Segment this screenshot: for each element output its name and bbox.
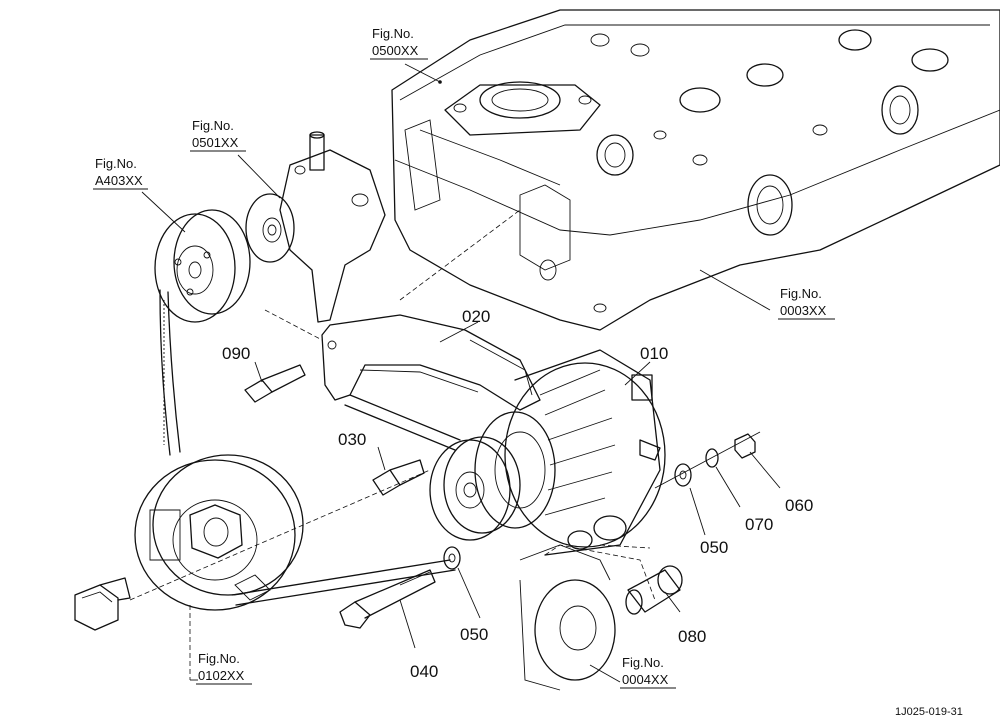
svg-text:0102XX: 0102XX [198, 668, 245, 683]
svg-text:0501XX: 0501XX [192, 135, 239, 150]
figure-ref-0501: Fig.No. 0501XX [190, 118, 246, 152]
figure-ref-A403: Fig.No. A403XX [93, 156, 148, 190]
part-number-010: 010 [640, 344, 668, 363]
water-pump-drawing [245, 131, 386, 323]
part-number-040: 040 [410, 662, 438, 681]
svg-text:0500XX: 0500XX [372, 43, 419, 58]
bolt-090-drawing [244, 364, 306, 403]
figure-ref-0004: Fig.No. 0004XX [620, 655, 676, 689]
svg-text:Fig.No.: Fig.No. [192, 118, 234, 133]
v-belt-drawing [159, 289, 461, 606]
crank-bolt-drawing [74, 577, 131, 631]
figure-ref-0003: Fig.No. 0003XX [778, 286, 835, 320]
part-number-050-lower: 050 [460, 625, 488, 644]
part-number-020: 020 [462, 307, 490, 326]
leader-lines [254, 321, 781, 649]
hardware-right-drawing [654, 431, 761, 489]
spacer-080-drawing [625, 565, 683, 615]
part-number-060: 060 [785, 496, 813, 515]
bolt-040-drawing [339, 569, 436, 629]
alignment-lines [129, 209, 656, 680]
part-number-050-right: 050 [700, 538, 728, 557]
alternator-drawing [474, 349, 666, 556]
part-number-080: 080 [678, 627, 706, 646]
gear-case-drawing [519, 544, 616, 691]
svg-text:0004XX: 0004XX [622, 672, 669, 687]
svg-text:Fig.No.: Fig.No. [372, 26, 414, 41]
svg-text:0003XX: 0003XX [780, 303, 827, 318]
part-number-090: 090 [222, 344, 250, 363]
bolt-030-drawing [372, 459, 425, 496]
figure-ref-0500: Fig.No. 0500XX [370, 26, 428, 60]
fan-pulley-drawing [154, 209, 251, 323]
washer-050-lower-drawing [443, 546, 461, 570]
svg-text:Fig.No.: Fig.No. [780, 286, 822, 301]
svg-text:Fig.No.: Fig.No. [95, 156, 137, 171]
part-number-030: 030 [338, 430, 366, 449]
drawing-id: 1J025-019-31 [895, 706, 963, 718]
alternator-pulley-drawing [429, 436, 521, 541]
figure-ref-0102: Fig.No. 0102XX [196, 651, 252, 685]
svg-text:Fig.No.: Fig.No. [198, 651, 240, 666]
cylinder-head-drawing [391, 9, 1000, 331]
bracket-drawing [321, 314, 541, 411]
part-number-070: 070 [745, 515, 773, 534]
figure-ref-leaders [141, 63, 771, 683]
svg-text:Fig.No.: Fig.No. [622, 655, 664, 670]
svg-text:A403XX: A403XX [95, 173, 143, 188]
